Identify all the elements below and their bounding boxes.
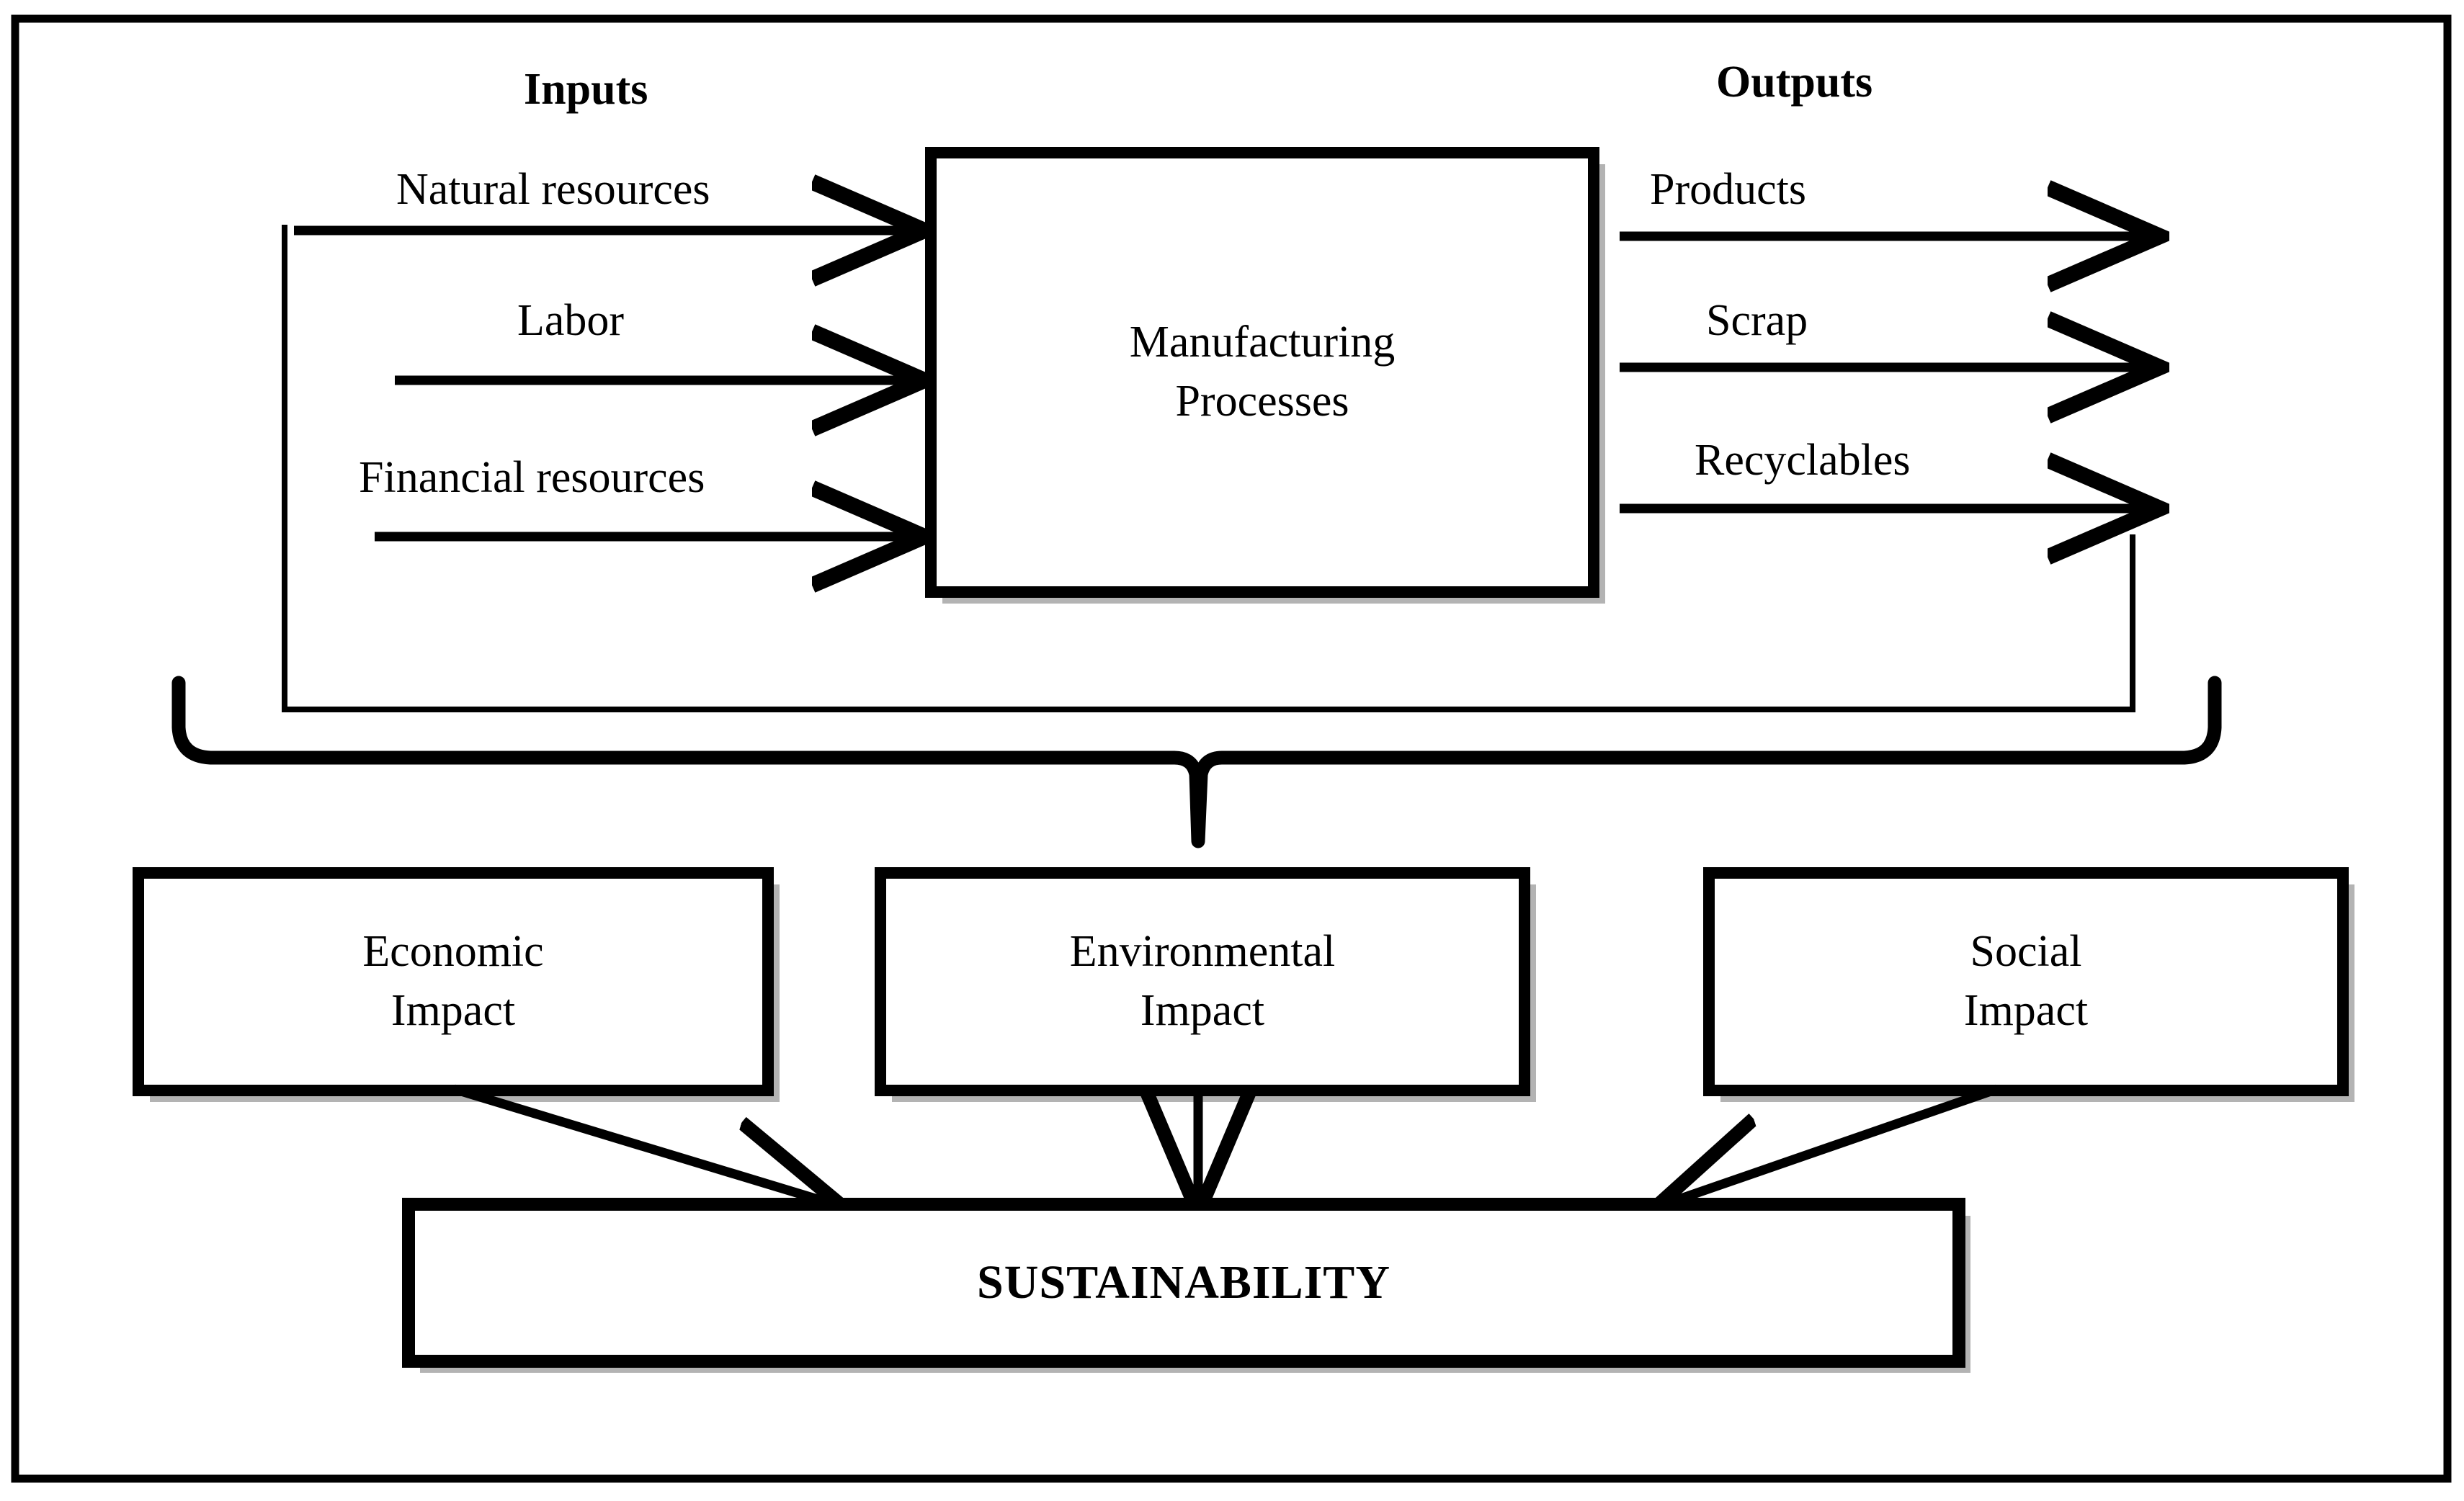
input-label-natural-resources: Natural resources bbox=[396, 165, 710, 214]
economic-label-line-1: Economic bbox=[362, 927, 544, 977]
manufacturing-processes-box[interactable] bbox=[925, 147, 1599, 598]
arrow-social-to-sustainability bbox=[1664, 1084, 1999, 1204]
feedback-loop-left bbox=[282, 225, 2135, 712]
sustainability-label: SUSTAINABILITY bbox=[409, 1204, 1959, 1361]
sustainability-label-text: SUSTAINABILITY bbox=[977, 1256, 1391, 1309]
inputs-heading: Inputs bbox=[524, 65, 648, 114]
environmental-impact-label: Environmental Impact bbox=[880, 873, 1525, 1090]
environmental-impact-box[interactable] bbox=[875, 867, 1530, 1096]
input-label-labor: Labor bbox=[517, 296, 625, 345]
process-label-line-1: Manufacturing bbox=[1129, 318, 1396, 367]
sustainability-box[interactable] bbox=[402, 1198, 1965, 1368]
environmental-label-line-2: Impact bbox=[1140, 986, 1265, 1035]
social-impact-box[interactable] bbox=[1703, 867, 2349, 1096]
economic-label-line-2: Impact bbox=[390, 986, 516, 1035]
curly-brace bbox=[171, 676, 2222, 848]
social-label-line-2: Impact bbox=[1963, 986, 2089, 1035]
outer-frame bbox=[11, 14, 2452, 1483]
process-label-line-2: Processes bbox=[1175, 377, 1349, 426]
output-label-scrap: Scrap bbox=[1706, 296, 1808, 345]
manufacturing-processes-label: Manufacturing Processes bbox=[931, 153, 1594, 592]
social-impact-label: Social Impact bbox=[1709, 873, 2343, 1090]
output-label-recyclables: Recyclables bbox=[1695, 436, 1911, 485]
outputs-heading: Outputs bbox=[1716, 58, 1873, 107]
social-label-line-1: Social bbox=[1970, 927, 2082, 977]
economic-impact-box[interactable] bbox=[133, 867, 774, 1096]
input-label-financial-resources: Financial resources bbox=[359, 453, 705, 502]
economic-impact-label: Economic Impact bbox=[138, 873, 768, 1090]
arrow-economic-to-sustainability bbox=[452, 1084, 834, 1204]
output-label-products: Products bbox=[1650, 165, 1806, 214]
environmental-label-line-1: Environmental bbox=[1069, 927, 1336, 977]
